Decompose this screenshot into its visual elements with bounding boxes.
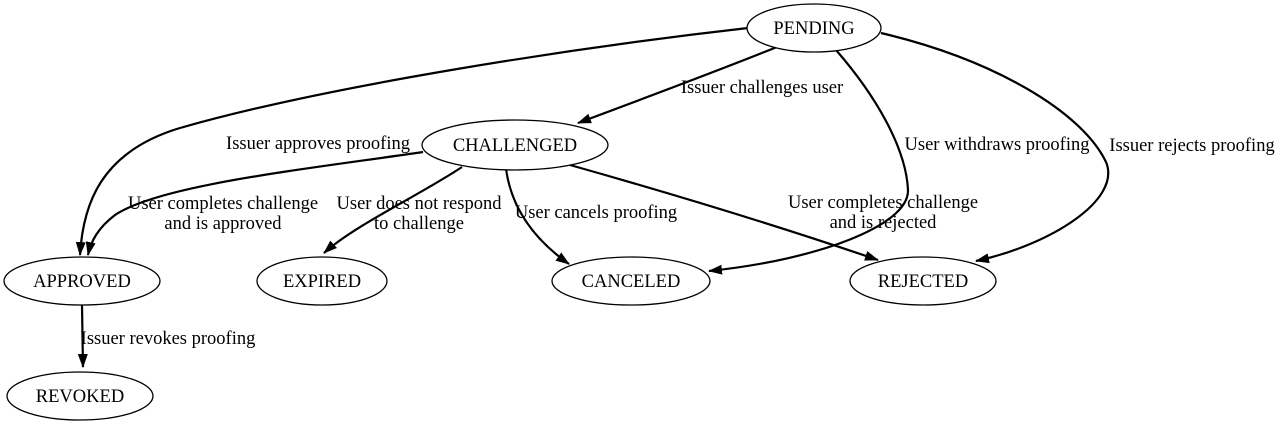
node-pending: PENDING	[746, 3, 882, 53]
node-rejected-label: REJECTED	[878, 272, 968, 292]
edge-label-pending-canceled: User withdraws proofing	[905, 135, 1090, 155]
node-rejected-shape	[849, 256, 997, 306]
edge-label-pending-approved-line1: Issuer approves proofing	[226, 134, 410, 154]
edge-label-challenged-rejected-line1: User completes challenge	[788, 193, 978, 213]
node-approved-label: APPROVED	[33, 272, 131, 292]
edge-challenged-expired	[323, 166, 463, 254]
node-approved-shape	[3, 256, 161, 306]
edge-label-challenged-expired-line1: User does not respond	[337, 194, 503, 214]
edge-label-challenged-approved-line1: User completes challenge	[128, 194, 318, 214]
edge-pending-challenged	[577, 45, 778, 125]
node-approved: APPROVED	[3, 256, 161, 306]
edge-label-challenged-expired-line2: to challenge	[374, 214, 464, 234]
edge-label-pending-canceled-line1: User withdraws proofing	[905, 135, 1090, 155]
edge-label-approved-revoked: Issuer revokes proofing	[81, 329, 256, 349]
edge-challenged-approved	[85, 150, 424, 256]
edge-label-challenged-rejected-line2: and is rejected	[830, 213, 938, 233]
node-expired-label: EXPIRED	[283, 272, 361, 292]
edge-pending-approved	[75, 26, 749, 256]
edges-layer	[75, 26, 1110, 368]
edge-label-challenged-canceled: User cancels proofing	[515, 203, 677, 223]
node-challenged-shape	[421, 119, 609, 171]
edge-label-pending-rejected: Issuer rejects proofing	[1109, 136, 1274, 156]
edge-label-challenged-approved-line2: and is approved	[164, 214, 282, 234]
node-rejected: REJECTED	[849, 256, 997, 306]
nodes-layer: PENDING CHALLENGED APPROVED EXPIRED CANCELED…	[3, 3, 997, 421]
node-pending-label: PENDING	[773, 19, 854, 39]
node-expired-shape	[256, 256, 388, 306]
edge-approved-revoked	[77, 304, 88, 368]
edge-label-challenged-canceled-line1: User cancels proofing	[515, 203, 677, 223]
node-revoked-shape	[6, 371, 154, 421]
node-canceled: CANCELED	[551, 256, 711, 306]
edge-label-pending-challenged-line1: Issuer challenges user	[681, 78, 843, 98]
node-expired: EXPIRED	[256, 256, 388, 306]
node-pending-shape	[746, 3, 882, 53]
edge-pending-rejected	[880, 31, 1110, 264]
edge-label-pending-rejected-line1: Issuer rejects proofing	[1109, 136, 1274, 156]
edge-label-approved-revoked-line1: Issuer revokes proofing	[81, 329, 256, 349]
node-canceled-shape	[551, 256, 711, 306]
node-revoked-label: REVOKED	[36, 387, 124, 407]
edge-label-pending-approved: Issuer approves proofing	[226, 134, 410, 154]
node-canceled-label: CANCELED	[582, 272, 681, 292]
node-revoked: REVOKED	[6, 371, 154, 421]
edge-challenged-rejected	[569, 163, 879, 262]
node-challenged: CHALLENGED	[421, 119, 609, 171]
edge-challenged-canceled	[504, 168, 570, 265]
edge-label-pending-challenged: Issuer challenges user	[681, 78, 843, 98]
edge-pending-canceled	[708, 49, 910, 275]
node-challenged-label: CHALLENGED	[453, 136, 577, 156]
